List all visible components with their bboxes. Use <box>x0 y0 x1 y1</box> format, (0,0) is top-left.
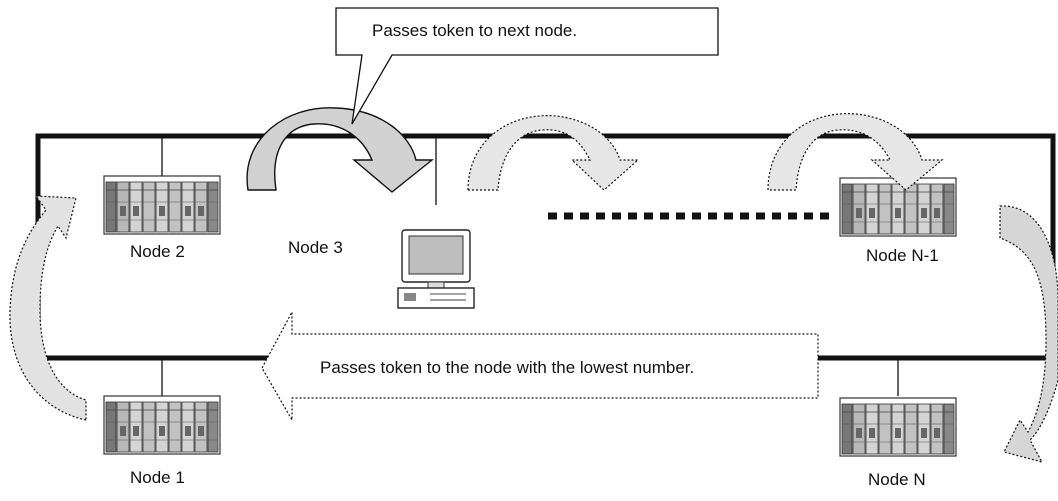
node-n-minus-1-label: Node N-1 <box>866 246 939 265</box>
dotted-token-arrow <box>767 113 944 191</box>
node-n-label: Node N <box>868 470 926 489</box>
node2-label: Node 2 <box>130 242 185 261</box>
solid-token-arrow <box>246 107 434 193</box>
callout-box <box>335 7 719 125</box>
node1-label: Node 1 <box>130 468 185 487</box>
dotted-token-arrow <box>467 115 640 191</box>
plc-rack-icon <box>839 397 957 457</box>
dotted-token-arrow <box>999 205 1058 463</box>
plc-rack-icon <box>103 395 221 455</box>
callout-next-node-text: Passes token to next node. <box>372 21 578 40</box>
plc-rack-icon <box>103 175 221 235</box>
dotted-token-arrow <box>9 195 87 421</box>
node3-label: Node 3 <box>288 238 343 257</box>
callout-lowest-node-text: Passes token to the node with the lowest… <box>320 358 695 377</box>
computer-icon <box>397 229 475 309</box>
return-token-arrow <box>261 311 819 423</box>
plc-rack-icon <box>839 177 957 237</box>
